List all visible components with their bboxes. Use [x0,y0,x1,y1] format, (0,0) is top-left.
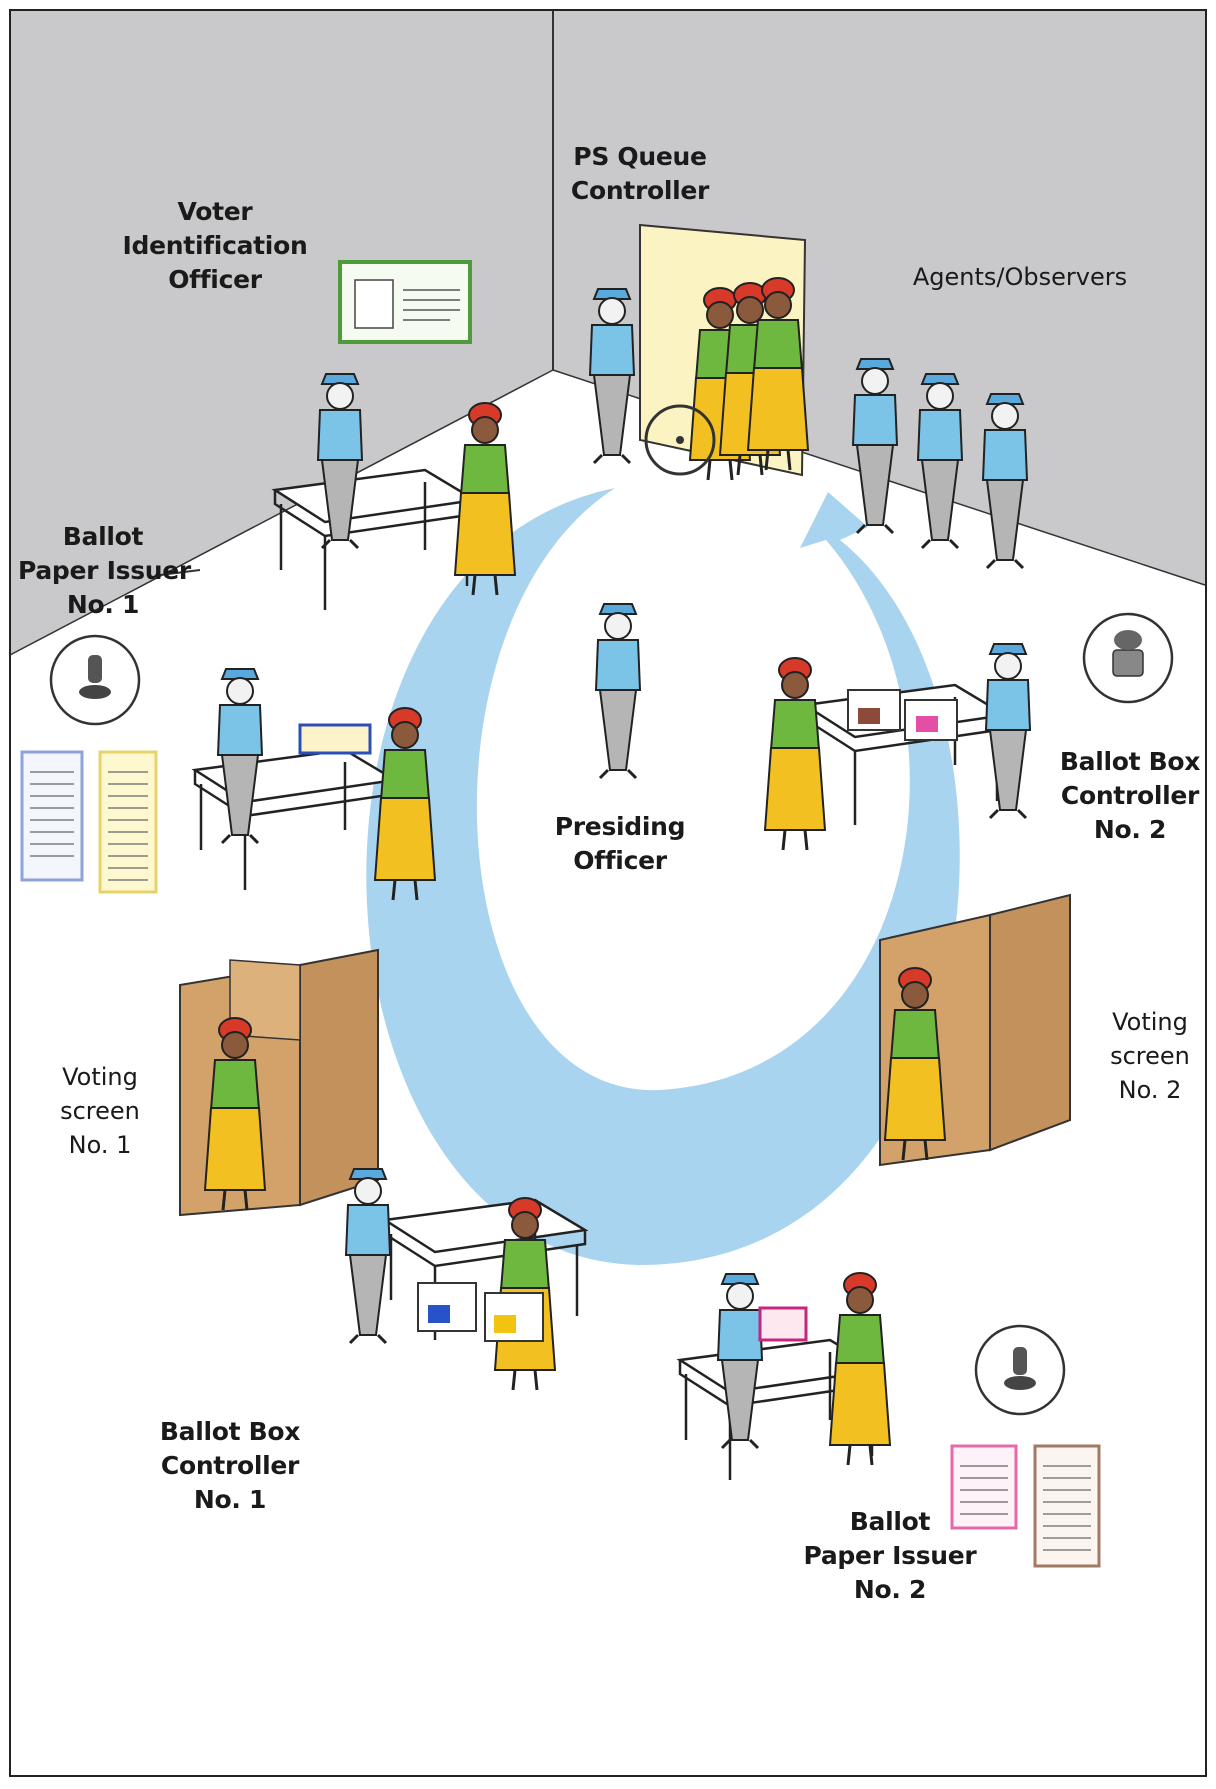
ink-stamp-icon [974,1324,1066,1416]
ballot-paper-issuer-1-figure [216,667,264,845]
identification-table [273,468,477,612]
ink-stamp-icon [49,634,141,726]
ballot-paper-brown [1033,1444,1101,1568]
left-wall [10,10,553,655]
voter-identification [453,401,517,597]
label-agents-observers: Agents/Observers [912,263,1128,291]
ballot-paper-pink [950,1444,1018,1530]
wheelchair [644,404,716,476]
voter-flow-arrow [366,488,960,1265]
right-wall [553,10,1205,585]
ballot-paper-issuer-2-figure [716,1272,764,1450]
voter-at-issuer-2 [828,1271,892,1467]
ballot-paper-yellow [98,750,158,894]
frame [9,9,1207,1777]
presiding-officer-figure [594,602,642,780]
ballot-paper-blue [20,750,84,882]
voter-at-box-2 [763,656,827,852]
ballot-box-controller-2-figure [984,642,1032,820]
ballot-box-controller-1-figure [344,1167,392,1345]
indelible-ink-bottle-icon [1082,612,1174,704]
